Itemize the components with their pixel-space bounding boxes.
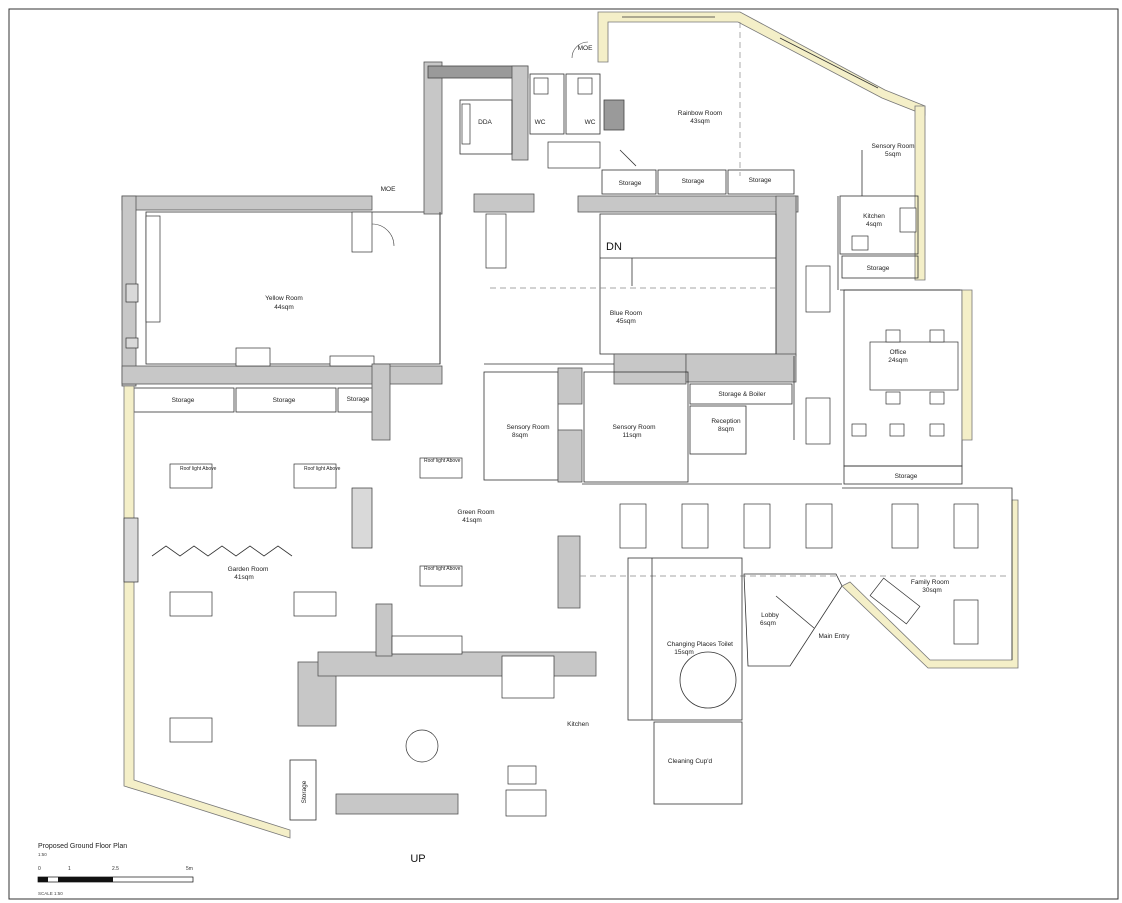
storage-label: Storage (867, 265, 890, 272)
roof-light-label: Roof light Above (304, 466, 341, 472)
plan-title: Proposed Ground Floor Plan (38, 843, 127, 850)
garden-room: Garden Room 41sqm (123, 385, 337, 839)
storage-label: Storage (347, 396, 370, 403)
wc-label: WC (585, 119, 596, 126)
storage-label: Storage (619, 180, 642, 187)
kitchen-main-name: Kitchen (567, 721, 589, 728)
garden-room-area: 41sqm (234, 574, 254, 581)
storage-label: Storage (749, 177, 772, 184)
title-block: Proposed Ground Floor Plan 1:50 0 1 2.5 … (37, 843, 194, 896)
lobby-area: 6sqm (760, 620, 776, 627)
sensory-room-top: Sensory Room 5sqm (861, 143, 915, 196)
yellow-room-name: Yellow Room (265, 295, 303, 302)
storage-row-north: Storage Storage Storage (601, 169, 795, 195)
lobby-name: Lobby (761, 612, 779, 619)
cleaning-name: Cleaning Cup'd (668, 758, 713, 765)
moe-label-top: MOE (578, 45, 593, 52)
family-room-area: 30sqm (922, 587, 942, 594)
scale-tick-1: 1 (68, 866, 71, 872)
family-room-name: Family Room (911, 579, 949, 586)
wc-label: WC (535, 119, 546, 126)
sensory-a-name: Sensory Room (507, 424, 550, 431)
reception: Storage & Boiler Reception 8sqm (689, 383, 831, 455)
moe-label-left: MOE (381, 186, 396, 193)
plan-scale-note: 1:50 (38, 852, 47, 857)
storage-label: Storage (172, 397, 195, 404)
roof-light-label: Roof light Above (180, 466, 217, 472)
green-room-name: Green Room (457, 509, 494, 516)
changing-area: 15sqm (674, 649, 694, 656)
kitchen-small-name: Kitchen (863, 213, 885, 220)
scale-bar-label: SCALE 1:50 (38, 891, 63, 896)
corridor-roof-lights (580, 503, 1010, 577)
partitions (439, 196, 960, 720)
green-room-area: 41sqm (462, 517, 482, 524)
rainbow-room: Rainbow Room 43sqm (597, 11, 926, 176)
office-name: Office (890, 349, 907, 356)
roof-light-labels: Roof light Above Roof light Above Roof l… (180, 458, 461, 572)
garden-room-name: Garden Room (228, 566, 269, 573)
storage-label: Storage (301, 780, 308, 803)
blue-room: DN Blue Room 45sqm (473, 193, 831, 385)
changing-places: Changing Places Toilet 15sqm Cleaning Cu… (627, 557, 743, 805)
stair-dn-label: DN (606, 241, 622, 253)
dda-label: DDA (478, 119, 492, 126)
blue-room-area: 45sqm (616, 318, 636, 325)
lobby: Lobby 6sqm Main Entry (743, 573, 850, 667)
sensory-rooms-middle: Sensory Room 8sqm Sensory Room 11sqm (483, 367, 689, 483)
storage-label: Storage (895, 473, 918, 480)
sensory-a-area: 8sqm (512, 432, 528, 439)
sensory-b-area: 11sqm (622, 432, 641, 439)
green-room: Green Room 41sqm (351, 363, 581, 609)
sensory-top-name: Sensory Room (872, 143, 915, 150)
storage-label: Storage (273, 397, 296, 404)
yellow-room-area: 44sqm (274, 304, 294, 311)
rainbow-room-name: Rainbow Room (678, 110, 722, 117)
kitchen-small: Kitchen 4sqm Storage (839, 195, 919, 279)
reception-area: 8sqm (718, 426, 734, 433)
roof-light-label: Roof light Above (424, 566, 461, 572)
reception-name: Reception (711, 418, 741, 425)
toilet-block: DDA WC WC MOE (423, 41, 625, 215)
office: Office 24sqm Storage (843, 289, 973, 485)
yellow-room: Yellow Room 44sqm MOE (121, 186, 443, 387)
office-area: 24sqm (888, 357, 908, 364)
blue-room-name: Blue Room (610, 310, 642, 317)
storage-row-west: Storage Storage Storage (133, 387, 375, 413)
kitchen-main: Kitchen Storage UP (289, 603, 597, 865)
scale-tick-2: 2.5 (112, 866, 119, 872)
sensory-top-area: 5sqm (885, 151, 901, 158)
stair-up-label: UP (410, 853, 425, 865)
sensory-b-name: Sensory Room (613, 424, 656, 431)
rainbow-room-area: 43sqm (690, 118, 710, 125)
roof-light-label: Roof light Above (424, 458, 461, 464)
scale-tick-3: 5m (186, 866, 193, 872)
family-room: Family Room 30sqm (841, 487, 1019, 669)
kitchen-small-area: 4sqm (866, 221, 882, 228)
changing-name: Changing Places Toilet (667, 641, 733, 648)
storage-boiler-label: Storage & Boiler (718, 391, 766, 398)
storage-label: Storage (682, 178, 705, 185)
main-entry-label: Main Entry (818, 633, 850, 640)
scale-tick-0: 0 (38, 866, 41, 872)
